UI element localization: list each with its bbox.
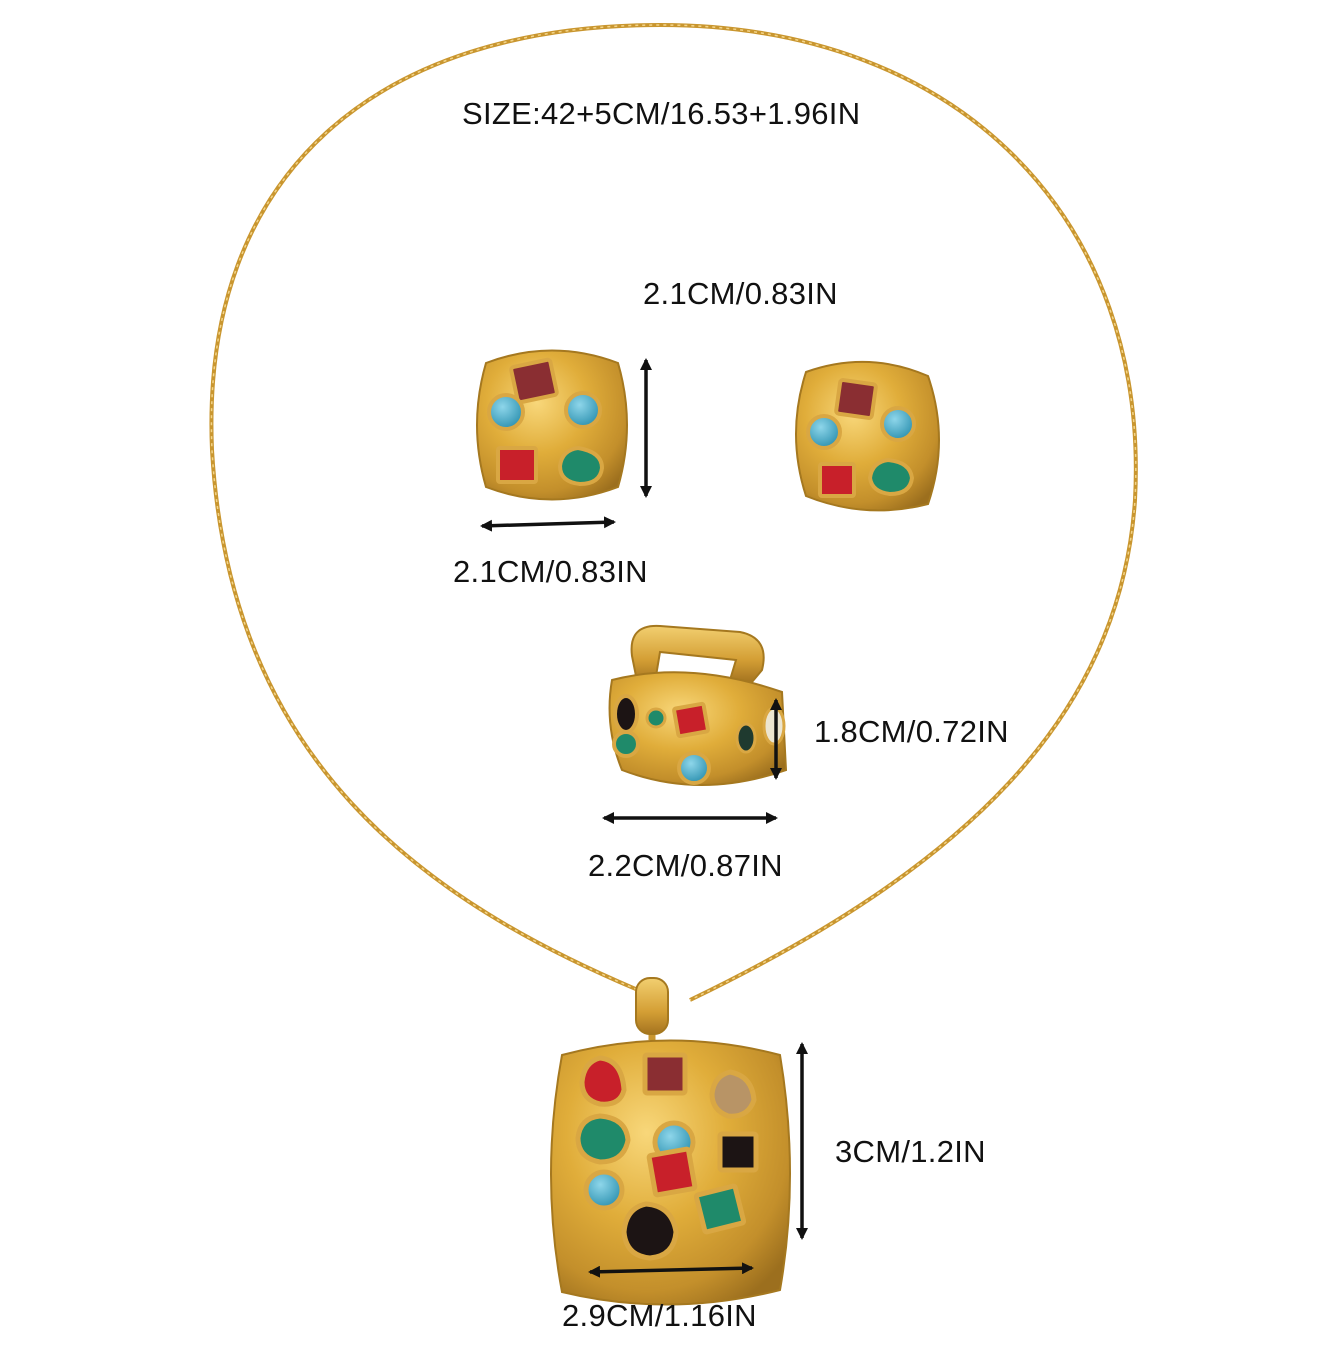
pendant bbox=[550, 977, 791, 1306]
pendant-width-arrow bbox=[588, 1262, 754, 1278]
earring-height-label: 2.1CM/0.83IN bbox=[643, 276, 838, 311]
dimension-arrows bbox=[480, 358, 808, 1278]
earring-width-label: 2.1CM/0.83IN bbox=[453, 554, 648, 589]
necklace-chain bbox=[209, 22, 1138, 1002]
ring bbox=[608, 624, 788, 786]
right-earring bbox=[795, 360, 940, 512]
earring-width-arrow bbox=[480, 516, 616, 532]
pendant-height-label: 3CM/1.2IN bbox=[835, 1134, 986, 1169]
ring-height-label: 1.8CM/0.72IN bbox=[814, 714, 1009, 749]
pendant-width-label: 2.9CM/1.16IN bbox=[562, 1298, 757, 1333]
ring-width-label: 2.2CM/0.87IN bbox=[588, 848, 783, 883]
left-earring bbox=[476, 349, 628, 501]
chain-size-label: SIZE:42+5CM/16.53+1.96IN bbox=[462, 96, 861, 131]
